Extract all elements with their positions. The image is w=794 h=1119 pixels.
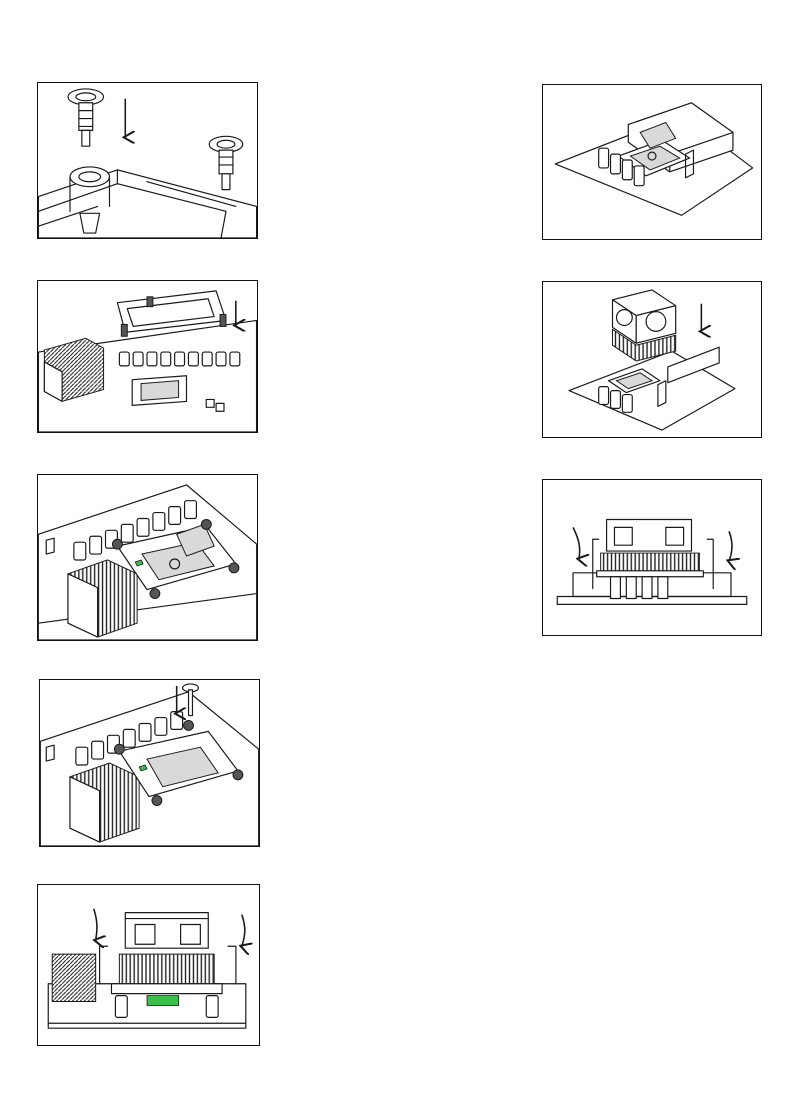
cpu-cooler xyxy=(613,290,676,361)
down-arrow-icon xyxy=(94,909,97,941)
cpu-cooler xyxy=(111,913,222,994)
push-pin-right xyxy=(209,136,243,189)
step-7-cooler-lowering-illustration xyxy=(542,281,762,438)
step-5-cooler-latch-illustration xyxy=(37,884,260,1046)
step-2-retention-frame-illustration xyxy=(37,280,258,433)
down-arrow-icon xyxy=(729,531,732,561)
down-arrow-icon xyxy=(242,915,245,947)
down-arrow-icon xyxy=(573,527,580,559)
step-6-amd-socket-pad-illustration xyxy=(542,84,762,240)
step-8-cooler-latch-side-illustration xyxy=(542,479,762,636)
step-4-frame-screw-illustration xyxy=(39,679,260,847)
socket-lever xyxy=(147,996,179,1006)
step-1-push-pins-illustration xyxy=(37,82,258,239)
push-pin-left xyxy=(68,89,104,146)
capacitor-row xyxy=(119,352,239,366)
step-3-thermal-compound-illustration xyxy=(37,474,258,641)
cpu-cooler xyxy=(597,519,704,576)
